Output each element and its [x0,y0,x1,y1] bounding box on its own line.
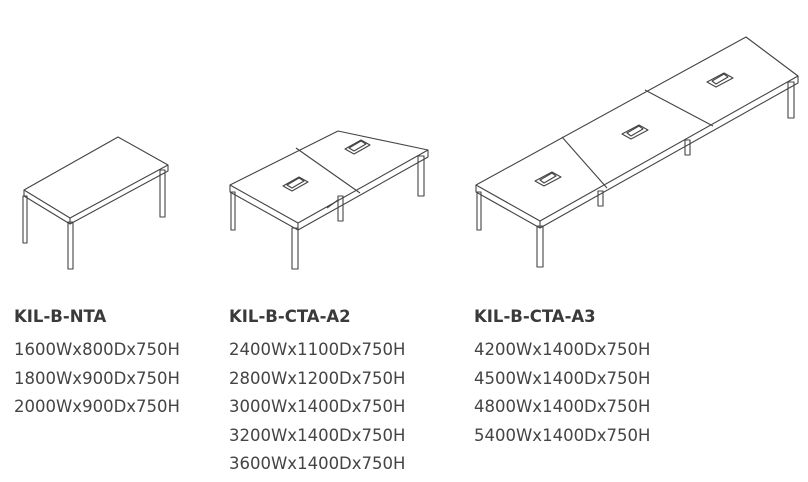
size-spec: 1800Wx900Dx750H [14,368,180,388]
table-illustrations [22,36,799,270]
table-kil-b-cta-a3-drawing [475,36,799,268]
size-spec: 5400Wx1400Dx750H [474,425,651,445]
size-spec: 1600Wx800Dx750H [14,340,180,359]
size-spec: 2400Wx1100Dx750H [229,340,406,359]
size-spec: 4800Wx1400Dx750H [474,397,651,416]
model-name: KIL-B-NTA [14,307,107,326]
size-spec: 4200Wx1400Dx750H [474,340,651,359]
size-spec: 4500Wx1400Dx750H [474,368,651,388]
product-kil-b-nta: KIL-B-NTA 1600Wx800Dx750H 1800Wx900Dx750… [14,306,180,422]
table-kil-b-cta-a2-drawing [229,130,429,270]
size-spec: 3200Wx1400Dx750H [229,425,406,445]
product-kil-b-cta-a3: KIL-B-CTA-A3 4200Wx1400Dx750H 4500Wx1400… [474,306,650,450]
model-name: KIL-B-CTA-A2 [229,307,351,326]
size-spec: 3600Wx1400Dx750H [229,454,406,473]
table-kil-b-nta-drawing [22,136,169,270]
size-spec: 3000Wx1400Dx750H [229,397,406,416]
product-kil-b-cta-a2: KIL-B-CTA-A2 2400Wx1100Dx750H 2800Wx1200… [229,306,405,479]
size-spec: 2800Wx1200Dx750H [229,368,406,388]
model-name: KIL-B-CTA-A3 [474,307,596,326]
size-spec: 2000Wx900Dx750H [14,397,180,416]
